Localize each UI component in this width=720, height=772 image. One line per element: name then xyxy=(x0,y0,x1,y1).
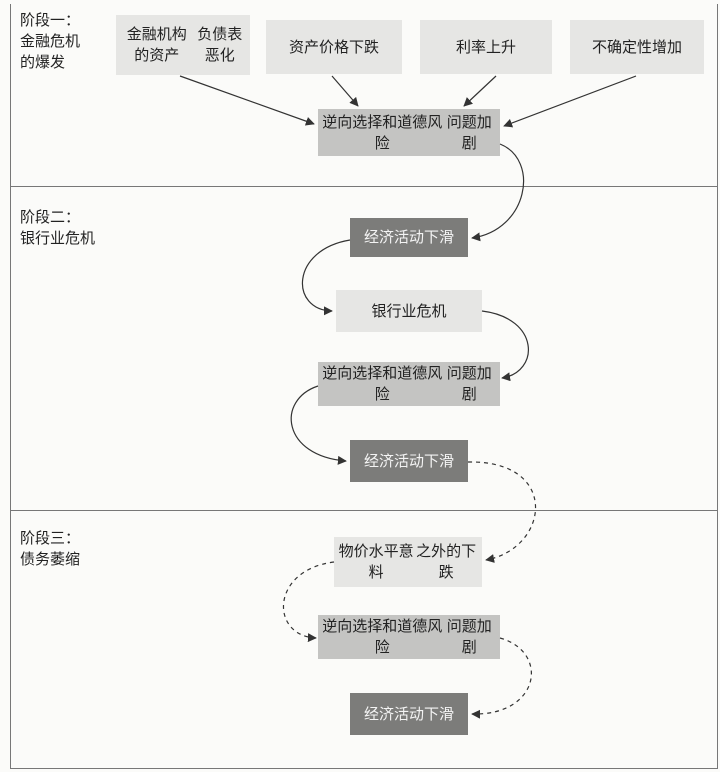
curve-adverse2-to-decline2 xyxy=(290,385,347,465)
stage-label-3-line-1: 阶段三： xyxy=(20,529,81,547)
node-adverse-selection-1: 逆向选择和道德风险 问题加剧 xyxy=(318,109,500,156)
node-adverse-selection-3-line-1: 逆向选择和道德风险 xyxy=(322,617,443,656)
stage-label-2: 阶段二： 银行业危机 xyxy=(20,207,95,249)
node-unexpected-price-decline-line-2: 之外的下跌 xyxy=(416,542,477,581)
node-adverse-selection-3-line-2: 问题加剧 xyxy=(446,617,492,656)
arrow-rate-to-adverse xyxy=(463,75,497,107)
node-balance-sheet-deterioration: 金融机构的资产 负债表恶化 xyxy=(116,15,250,75)
stage-label-3-line-2: 债务萎缩 xyxy=(20,550,81,568)
node-economic-decline-2-line-1: 经济活动下滑 xyxy=(363,451,454,470)
node-economic-decline-3: 经济活动下滑 xyxy=(350,693,468,735)
node-asset-price-decline: 资产价格下跌 xyxy=(266,20,402,74)
node-adverse-selection-2-line-1: 逆向选择和道德风险 xyxy=(322,364,443,403)
stage-label-3: 阶段三： 债务萎缩 xyxy=(20,528,80,570)
stage-label-1: 阶段一： 金融危机 的爆发 xyxy=(20,10,80,73)
node-interest-rate-rise: 利率上升 xyxy=(420,20,552,74)
node-adverse-selection-2-line-2: 问题加剧 xyxy=(446,364,492,403)
arrow-balance-to-adverse xyxy=(179,75,315,126)
stage-label-1-line-2: 金融危机 xyxy=(20,32,81,50)
node-economic-decline-2: 经济活动下滑 xyxy=(350,440,468,482)
node-adverse-selection-3: 逆向选择和道德风险 问题加剧 xyxy=(318,615,500,659)
curve-adverse1-to-decline1 xyxy=(471,143,525,242)
node-asset-price-decline-line-1: 资产价格下跌 xyxy=(288,37,379,56)
dashed-price-to-adverse3 xyxy=(283,561,335,643)
node-adverse-selection-1-line-2: 问题加剧 xyxy=(446,112,492,152)
dashed-adverse3-to-decline3 xyxy=(471,637,532,719)
node-economic-decline-1-line-1: 经济活动下滑 xyxy=(363,228,454,246)
node-banking-crisis-line-1: 银行业危机 xyxy=(371,301,447,320)
node-adverse-selection-1-line-1: 逆向选择和道德风险 xyxy=(322,112,443,152)
node-balance-sheet-deterioration-line-2: 负债表恶化 xyxy=(197,25,243,64)
stage-label-1-line-3: 的爆发 xyxy=(20,53,66,71)
curve-banking-to-adverse2 xyxy=(481,310,529,382)
stage-label-1-line-1: 阶段一： xyxy=(20,11,81,29)
node-adverse-selection-2: 逆向选择和道德风险 问题加剧 xyxy=(318,362,500,406)
stage-label-2-line-1: 阶段二： xyxy=(20,208,81,226)
node-uncertainty-increase-line-1: 不确定性增加 xyxy=(591,37,682,56)
dashed-decline2-to-price xyxy=(467,461,537,563)
diagram-frame xyxy=(10,4,718,769)
node-economic-decline-1: 经济活动下滑 xyxy=(350,218,468,257)
node-unexpected-price-decline-line-1: 物价水平意料 xyxy=(338,542,414,581)
node-economic-decline-3-line-1: 经济活动下滑 xyxy=(363,704,454,723)
stage-divider-1 xyxy=(10,186,717,187)
node-uncertainty-increase: 不确定性增加 xyxy=(570,20,704,74)
arrow-uncertainty-to-adverse xyxy=(503,75,637,128)
node-balance-sheet-deterioration-line-1: 金融机构的资产 xyxy=(126,25,187,64)
arrow-asset-to-adverse xyxy=(331,75,359,107)
node-interest-rate-rise-line-1: 利率上升 xyxy=(455,37,516,56)
curve-decline1-to-banking xyxy=(301,239,351,316)
stage-divider-2 xyxy=(10,510,717,511)
node-banking-crisis: 银行业危机 xyxy=(336,290,482,332)
node-unexpected-price-decline: 物价水平意料 之外的下跌 xyxy=(334,537,482,587)
stage-label-2-line-2: 银行业危机 xyxy=(20,229,96,247)
